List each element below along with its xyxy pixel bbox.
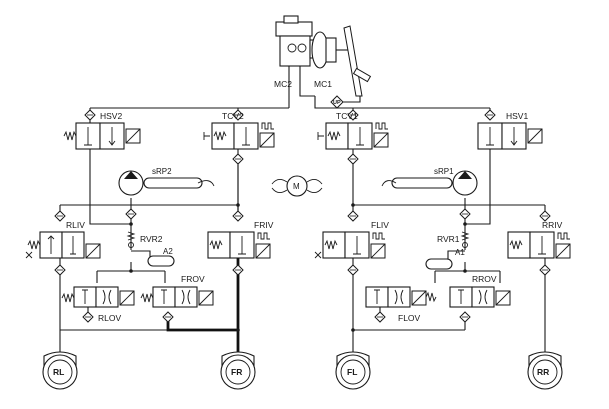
- pedal-switch-label: UP: [333, 100, 341, 106]
- pump-srp1: sRP1: [381, 167, 478, 220]
- frov-valve: FROV: [140, 274, 214, 323]
- hsv1-valve: HSV1: [477, 109, 543, 150]
- tcv1-label: TCV1: [336, 111, 358, 121]
- wheel-fl: FL: [335, 351, 371, 390]
- srp2-label: sRP2: [152, 167, 172, 176]
- rliv-valve: RLIV: [25, 210, 101, 276]
- frov-label: FROV: [181, 274, 205, 284]
- fliv-valve: FLIV: [314, 210, 389, 276]
- hsv1-label: HSV1: [506, 111, 528, 121]
- flov-valve: FLOV: [365, 286, 437, 323]
- rriv-valve: RRIV: [507, 210, 571, 276]
- rvr2-label: RVR2: [140, 234, 163, 244]
- rliv-label: RLIV: [66, 220, 85, 230]
- friv-label: FRIV: [254, 220, 274, 230]
- pump-motor: M: [271, 175, 323, 197]
- rlov-valve: RLOV: [61, 286, 135, 323]
- wheel-fl-label: FL: [347, 367, 357, 377]
- rvr1-label: RVR1: [437, 234, 460, 244]
- rrov-valve: RROV: [449, 274, 511, 323]
- piping: [59, 66, 546, 352]
- accumulator-a2: A2: [147, 247, 175, 267]
- rriv-label: RRIV: [542, 220, 563, 230]
- master-cylinder-assembly: UP MC2 MC1: [274, 15, 372, 109]
- rvr1-relief: RVR1: [437, 231, 470, 248]
- rrov-label: RROV: [472, 274, 497, 284]
- mc2-label: MC2: [274, 79, 292, 89]
- hsv2-label: HSV2: [100, 111, 122, 121]
- mc1-label: MC1: [314, 79, 332, 89]
- wheel-rr: RR: [527, 351, 563, 390]
- accumulator-a1: A1: [425, 248, 465, 270]
- rlov-label: RLOV: [98, 313, 121, 323]
- wheel-rl: RL: [42, 351, 78, 390]
- fliv-label: FLIV: [371, 220, 389, 230]
- tcv2-label: TCV2: [222, 111, 244, 121]
- tcv1-valve: TCV1: [317, 109, 389, 165]
- tcv2-valve: TCV2: [203, 109, 275, 165]
- motor-label: M: [293, 182, 300, 191]
- flov-label: FLOV: [398, 313, 421, 323]
- wheel-rr-label: RR: [537, 367, 549, 377]
- wheel-fr: FR: [220, 351, 256, 390]
- wheel-rl-label: RL: [53, 367, 64, 377]
- a2-label: A2: [163, 247, 173, 256]
- wheel-fr-label: FR: [231, 367, 242, 377]
- rvr2-relief: RVR2: [126, 231, 163, 248]
- hsv2-valve: HSV2: [63, 109, 141, 150]
- junction-dots: [129, 203, 467, 332]
- srp1-label: sRP1: [434, 167, 454, 176]
- friv-valve: FRIV: [207, 210, 274, 276]
- pump-srp2: sRP2: [118, 167, 215, 220]
- a1-label: A1: [455, 248, 465, 257]
